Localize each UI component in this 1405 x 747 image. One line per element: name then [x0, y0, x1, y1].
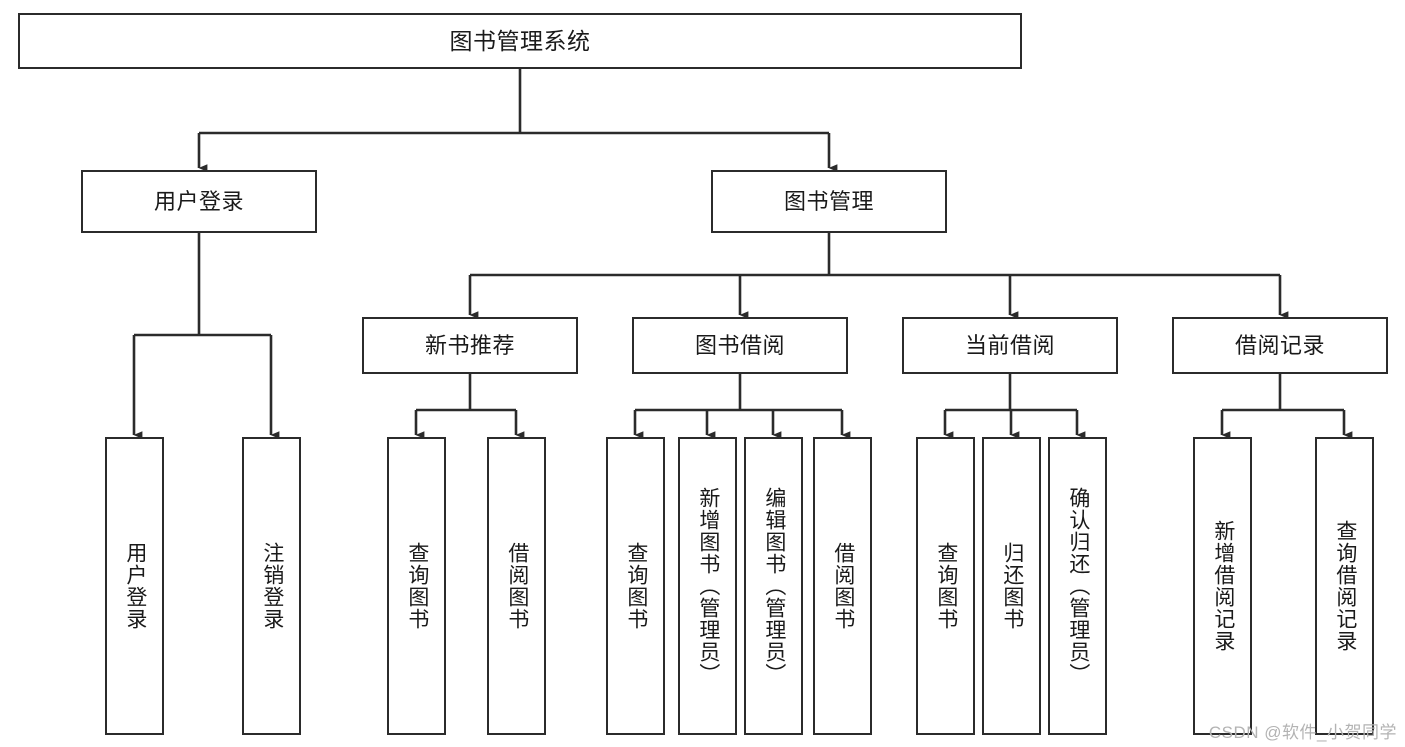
node-leaf-query-book-rec[interactable]: 查询图书 [387, 437, 446, 735]
node-borrow-record[interactable]: 借阅记录 [1172, 317, 1388, 374]
node-label: 图书管理系统 [449, 27, 591, 54]
node-label: 新增图书（管理员） [696, 487, 720, 685]
node-current-borrow[interactable]: 当前借阅 [902, 317, 1118, 374]
node-leaf-user-login[interactable]: 用户登录 [105, 437, 164, 735]
node-leaf-borrow-book-rec[interactable]: 借阅图书 [487, 437, 546, 735]
watermark-text: CSDN @软件_小贺同学 [1208, 723, 1397, 742]
node-new-book-rec[interactable]: 新书推荐 [362, 317, 578, 374]
node-label: 借阅图书 [831, 542, 855, 630]
node-label: 新增借阅记录 [1211, 520, 1235, 652]
node-label: 用户登录 [123, 542, 147, 630]
node-label: 注销登录 [260, 542, 284, 630]
node-label: 新书推荐 [424, 332, 515, 358]
tree-connectors [132, 69, 1353, 439]
node-book-borrow[interactable]: 图书借阅 [632, 317, 848, 374]
node-leaf-add-book[interactable]: 新增图书（管理员） [678, 437, 737, 735]
node-leaf-return-book[interactable]: 归还图书 [982, 437, 1041, 735]
node-label: 借阅图书 [505, 542, 529, 630]
node-book-manage[interactable]: 图书管理 [711, 170, 947, 233]
node-label: 用户登录 [153, 188, 244, 214]
node-leaf-add-record[interactable]: 新增借阅记录 [1193, 437, 1252, 735]
node-leaf-confirm-return[interactable]: 确认归还（管理员） [1048, 437, 1107, 735]
node-label: 确认归还（管理员） [1066, 487, 1090, 685]
node-label: 借阅记录 [1234, 332, 1325, 358]
node-label: 图书管理 [783, 188, 874, 214]
node-leaf-borrow-book[interactable]: 借阅图书 [813, 437, 872, 735]
node-label: 查询图书 [934, 542, 958, 630]
node-label: 查询图书 [405, 542, 429, 630]
node-user-login[interactable]: 用户登录 [81, 170, 317, 233]
node-leaf-query-record[interactable]: 查询借阅记录 [1315, 437, 1374, 735]
node-leaf-query-book-cur[interactable]: 查询图书 [916, 437, 975, 735]
node-leaf-logout[interactable]: 注销登录 [242, 437, 301, 735]
node-label: 图书借阅 [694, 332, 785, 358]
node-leaf-query-book-borrow[interactable]: 查询图书 [606, 437, 665, 735]
node-root[interactable]: 图书管理系统 [18, 13, 1022, 69]
node-label: 查询借阅记录 [1333, 520, 1357, 652]
node-label: 查询图书 [624, 542, 648, 630]
node-label: 编辑图书（管理员） [762, 487, 786, 685]
node-label: 当前借阅 [964, 332, 1055, 358]
node-label: 归还图书 [1000, 542, 1024, 630]
node-leaf-edit-book[interactable]: 编辑图书（管理员） [744, 437, 803, 735]
